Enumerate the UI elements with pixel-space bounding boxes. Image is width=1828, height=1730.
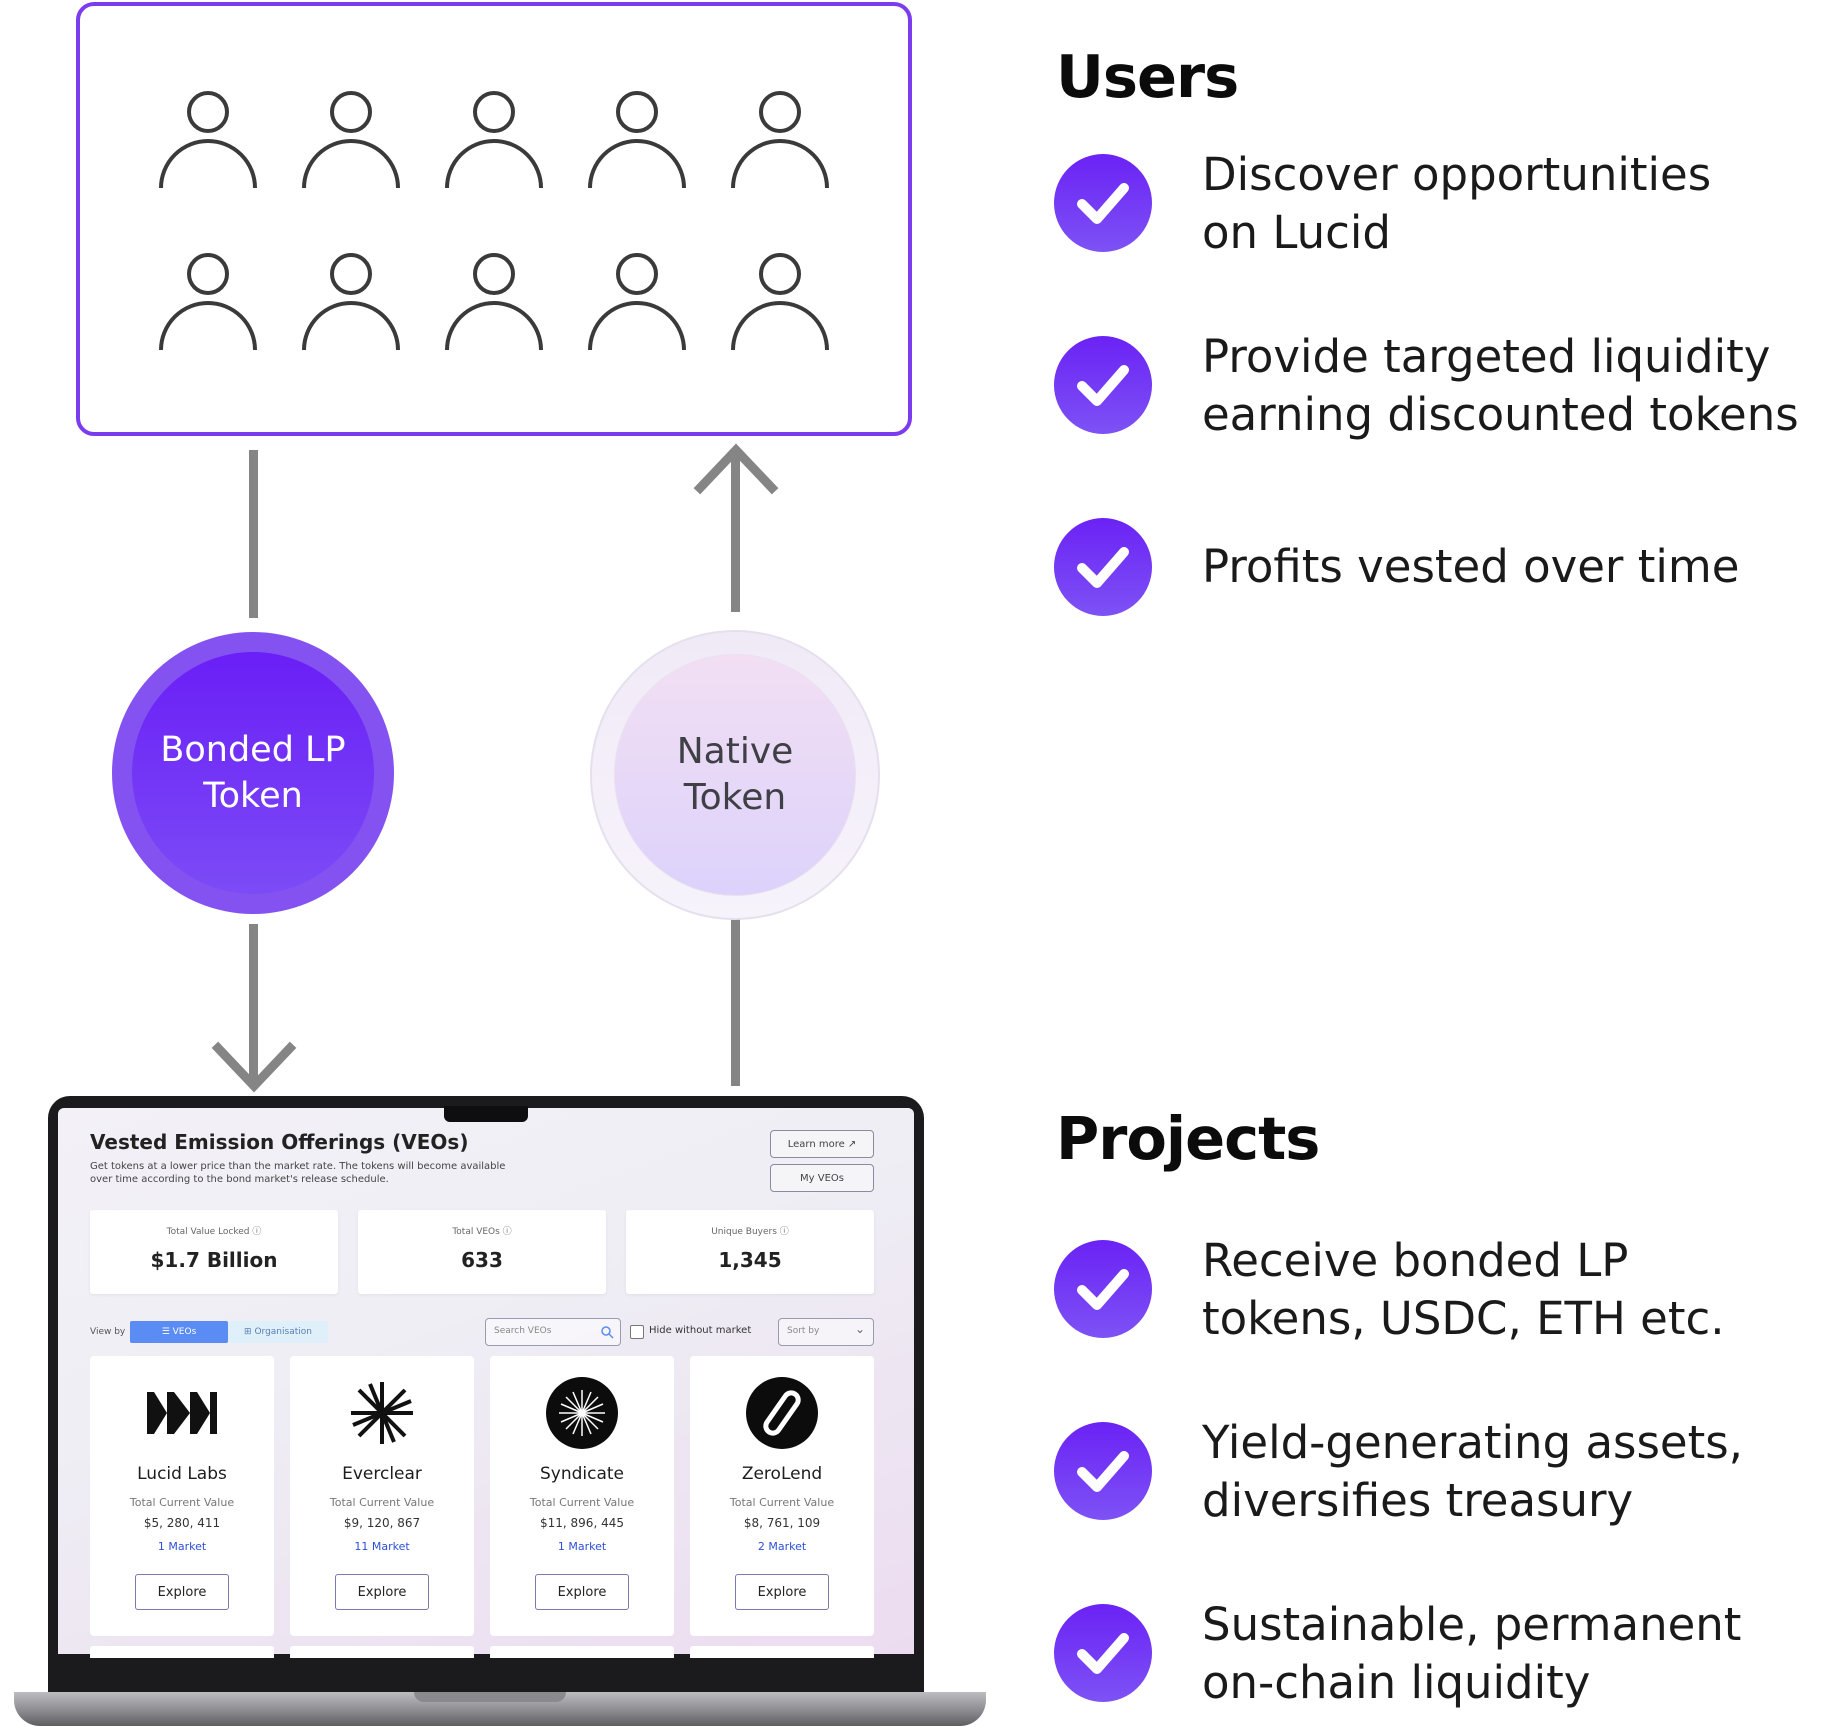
projects-feature-1: Receive bonded LP tokens, USDC, ETH etc. (1202, 1234, 1725, 1345)
checkmark-icon (1077, 365, 1129, 406)
learn-more-button[interactable]: Learn more ↗ (770, 1130, 874, 1158)
explore-button[interactable]: Explore (735, 1574, 829, 1610)
card-markets-link[interactable]: 1 Market (157, 1540, 207, 1553)
person-icon (302, 253, 400, 351)
tab-organisation[interactable]: ⊞ Organisation (228, 1321, 328, 1343)
checkmark-icon (1077, 1451, 1129, 1492)
hide-without-market-label: Hide without market (649, 1325, 752, 1336)
veo-card-partial (690, 1646, 874, 1658)
veo-card-partial (90, 1646, 274, 1658)
stat-label: Total VEOs ⓘ (452, 1227, 512, 1237)
veo-card-lucid-labs[interactable]: Lucid Labs Total Current Value $5, 280, … (90, 1356, 274, 1636)
search-input[interactable]: Search VEOs (485, 1318, 621, 1346)
stat-total-veos: Total VEOs ⓘ 633 (358, 1210, 606, 1294)
users-feature-2: Provide targeted liquidity earning disco… (1202, 330, 1799, 441)
veo-card-everclear[interactable]: Everclear Total Current Value $9, 120, 8… (290, 1356, 474, 1636)
card-markets-link[interactable]: 2 Market (757, 1540, 807, 1553)
card-value: $5, 280, 411 (143, 1516, 221, 1530)
check-circle-icon (1054, 1604, 1152, 1702)
person-icon (731, 253, 829, 351)
stat-label: Total Value Locked ⓘ (166, 1227, 262, 1237)
bonded-lp-token-label: Bonded LP Token (160, 730, 346, 816)
users-feature-3: Profits vested over time (1202, 540, 1740, 593)
explore-button[interactable]: Explore (535, 1574, 629, 1610)
bonded-lp-token: Bonded LP Token (132, 652, 374, 894)
arrow-down-head-icon (211, 1041, 297, 1093)
veo-card-partial (290, 1646, 474, 1658)
tab-veos[interactable]: ☰ VEOs (130, 1321, 228, 1343)
checkmark-icon (1077, 1269, 1129, 1310)
arrow-up-upper-shaft (731, 454, 740, 612)
page-description: Get tokens at a lower price than the mar… (90, 1161, 506, 1185)
lucid-labs-logo (147, 1392, 217, 1434)
search-icon (601, 1326, 614, 1339)
card-name: Lucid Labs (137, 1464, 227, 1484)
checkmark-icon (1077, 547, 1129, 588)
arrow-up-head-icon (693, 443, 779, 495)
card-value: $8, 761, 109 (743, 1516, 821, 1530)
projects-feature-3: Sustainable, permanent on-chain liquidit… (1202, 1598, 1742, 1709)
card-value: $11, 896, 445 (540, 1516, 624, 1530)
card-markets-link[interactable]: 1 Market (557, 1540, 607, 1553)
card-value-label: Total Current Value (329, 1496, 435, 1509)
arrow-down-upper-shaft (249, 450, 258, 618)
person-icon (588, 91, 686, 189)
stat-value: $1.7 Billion (150, 1248, 278, 1272)
card-value-label: Total Current Value (529, 1496, 635, 1509)
projects-heading: Projects (1056, 1104, 1320, 1173)
person-icon (302, 91, 400, 189)
person-icon (445, 91, 543, 189)
page-title: Vested Emission Offerings (VEOs) (90, 1130, 469, 1154)
checkmark-icon (1077, 1633, 1129, 1674)
syndicate-logo (546, 1377, 618, 1449)
check-circle-icon (1054, 518, 1152, 616)
card-name: Syndicate (539, 1464, 625, 1484)
my-veos-button[interactable]: My VEOs (770, 1164, 874, 1192)
card-name: ZeroLend (741, 1464, 823, 1484)
sort-by-label: Sort by (787, 1326, 820, 1336)
stat-total-value-locked: Total Value Locked ⓘ $1.7 Billion (90, 1210, 338, 1294)
laptop-base-groove (414, 1692, 566, 1702)
card-value-label: Total Current Value (129, 1496, 235, 1509)
person-icon (588, 253, 686, 351)
veo-card-zerolend[interactable]: ZeroLend Total Current Value $8, 761, 10… (690, 1356, 874, 1636)
users-heading: Users (1056, 42, 1239, 111)
hide-without-market-checkbox[interactable] (630, 1325, 644, 1339)
check-circle-icon (1054, 1422, 1152, 1520)
checkmark-icon (1077, 183, 1129, 224)
users-feature-1: Discover opportunities on Lucid (1202, 148, 1712, 259)
camera-notch (444, 1106, 528, 1122)
native-token-label: Native Token (676, 731, 794, 818)
person-icon (731, 91, 829, 189)
chevron-down-icon: ⌄ (854, 1322, 865, 1336)
zerolend-logo (746, 1377, 818, 1449)
users-group-box (76, 2, 912, 436)
stat-label: Unique Buyers ⓘ (711, 1227, 789, 1237)
arrow-down-lower-shaft (249, 924, 258, 1084)
arrow-up-lower-shaft (731, 918, 740, 1086)
card-name: Everclear (342, 1464, 422, 1484)
veo-card-partial (490, 1646, 674, 1658)
card-markets-link[interactable]: 11 Market (354, 1540, 410, 1553)
stat-unique-buyers: Unique Buyers ⓘ 1,345 (626, 1210, 874, 1294)
stat-value: 1,345 (718, 1248, 782, 1272)
sort-by-select[interactable]: Sort by ⌄ (778, 1318, 874, 1346)
check-circle-icon (1054, 154, 1152, 252)
person-icon (445, 253, 543, 351)
veo-card-syndicate[interactable]: Syndicate Total Current Value $11, 896, … (490, 1356, 674, 1636)
everclear-logo (351, 1382, 413, 1444)
explore-button[interactable]: Explore (335, 1574, 429, 1610)
person-icon (159, 91, 257, 189)
card-value: $9, 120, 867 (343, 1516, 421, 1530)
check-circle-icon (1054, 1240, 1152, 1338)
view-by-label: View by (90, 1327, 126, 1337)
stat-value: 633 (461, 1248, 503, 1272)
card-value-label: Total Current Value (729, 1496, 835, 1509)
projects-feature-2: Yield-generating assets, diversifies tre… (1202, 1416, 1743, 1527)
explore-button[interactable]: Explore (135, 1574, 229, 1610)
check-circle-icon (1054, 336, 1152, 434)
native-token: Native Token (614, 654, 856, 896)
search-placeholder: Search VEOs (494, 1326, 552, 1336)
person-icon (159, 253, 257, 351)
